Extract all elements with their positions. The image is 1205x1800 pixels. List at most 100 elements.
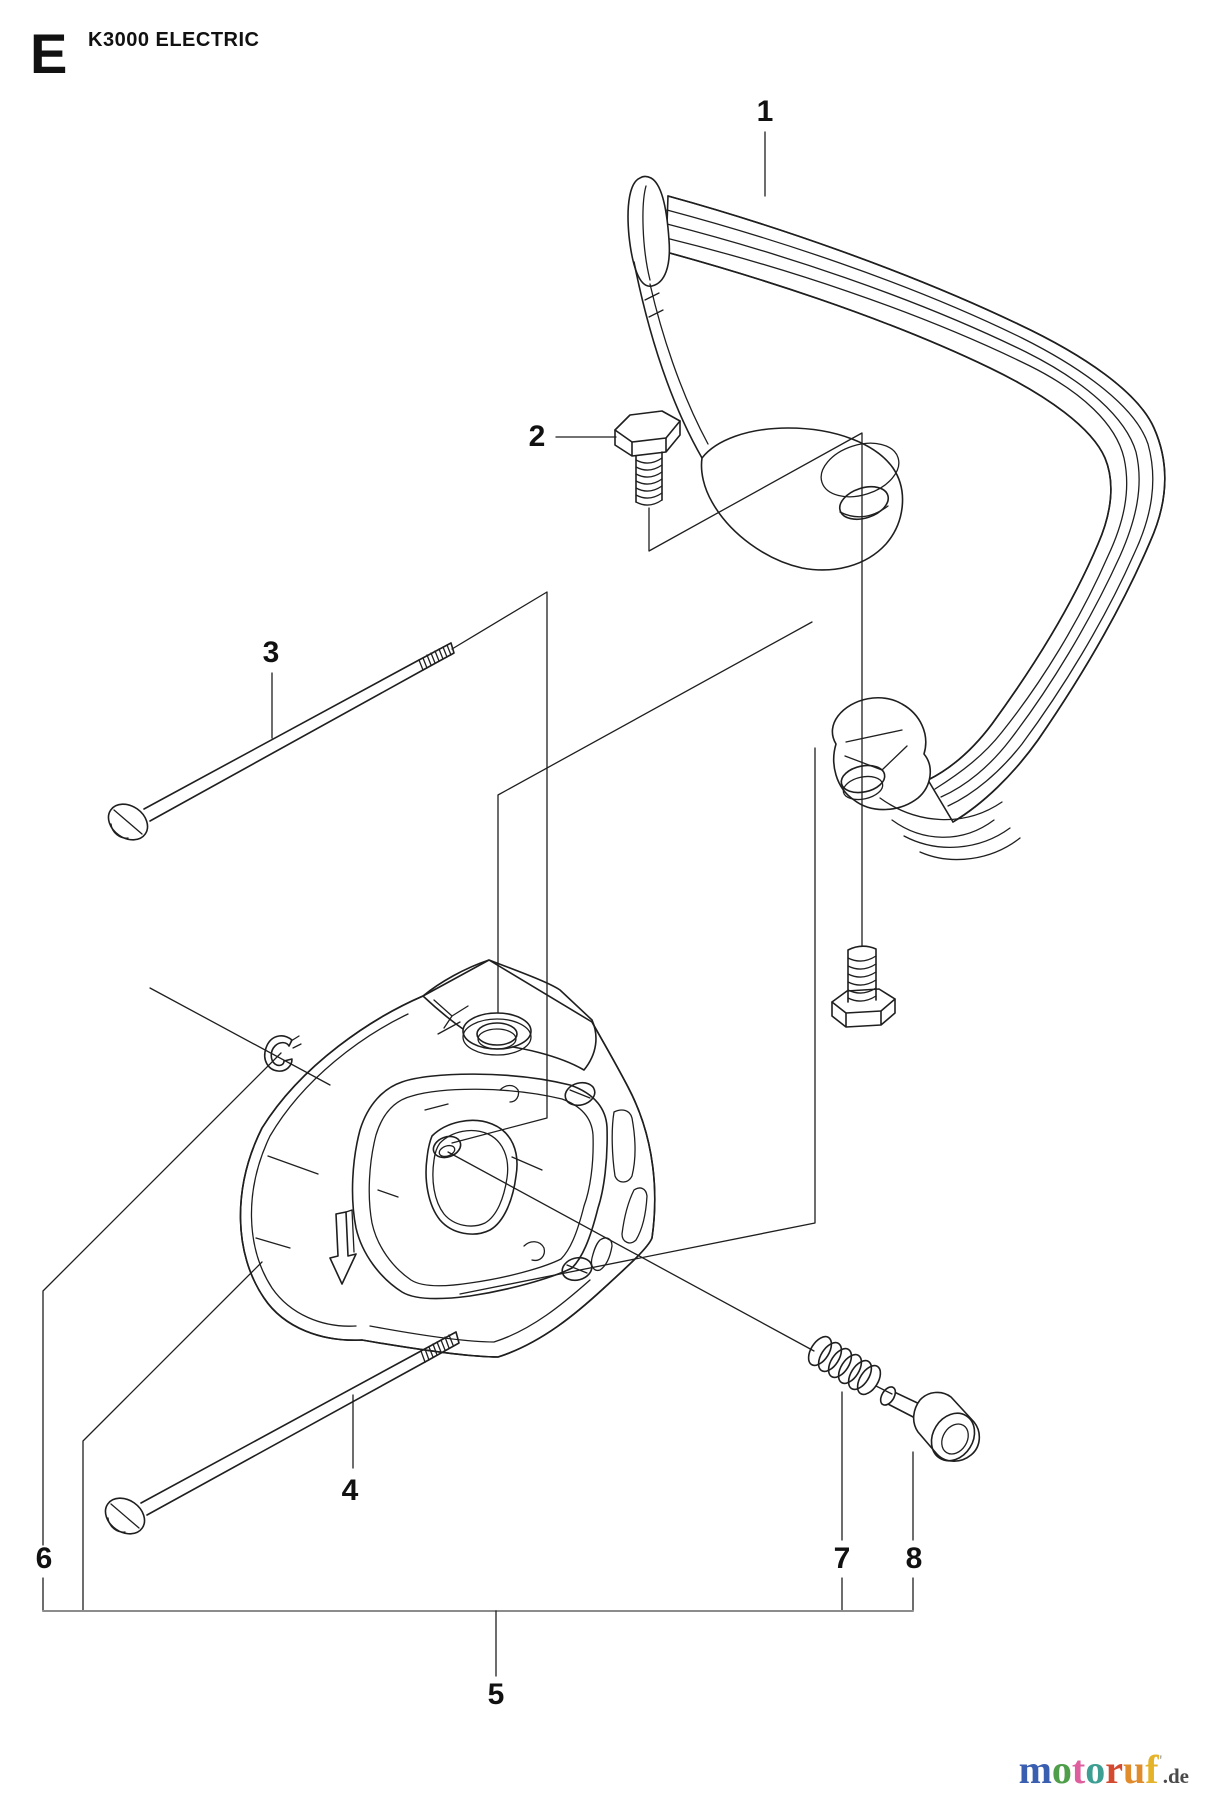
callout-3: 3 (262, 636, 280, 669)
rod4-head-slot (110, 1503, 140, 1529)
handle-strap-outer (633, 261, 703, 459)
plunger-pin-end (879, 1386, 897, 1406)
callout-6: 6 (35, 1542, 53, 1575)
housing-vent-slot-1 (611, 1109, 636, 1183)
callout-4: 4 (341, 1474, 359, 1507)
spring-coil-2 (817, 1341, 843, 1373)
housing-screw-boss-top-slot (569, 1089, 591, 1099)
housing-arrow-echo (345, 1209, 355, 1253)
housing-left-outer-edge (239, 995, 424, 1341)
handle-tube-top-edge (667, 195, 1166, 823)
rod3-head-rim (110, 823, 129, 839)
housing-right-outer-edge (591, 1021, 656, 1289)
part-5-housing (239, 959, 656, 1358)
plane-right-line (459, 747, 816, 1295)
plunger-cap-rim (930, 1412, 976, 1462)
handle-rib-1 (666, 209, 1154, 807)
trigger-pin-hole (432, 1135, 462, 1159)
spring-coil-5 (847, 1359, 873, 1391)
handle-end-curl-ribs (879, 797, 1021, 861)
motoruf-logo[interactable]: motoruf'.de (1019, 1750, 1189, 1790)
lower-tab-hole-rim (840, 764, 886, 794)
handle-strap-inner (649, 283, 709, 445)
housing-left-inner-edge (250, 1013, 409, 1327)
top-bushing-hole (476, 1022, 518, 1046)
handle-tube-bottom-edge (665, 251, 1112, 781)
clip-pin-line (149, 987, 331, 1086)
callout-1: 1 (756, 95, 774, 128)
lower-tab-facets (844, 729, 908, 771)
group-bracket-line-2 (82, 1261, 263, 1612)
callout-2: 2 (528, 420, 546, 453)
lower-hex-bolt (831, 945, 896, 1028)
logo-letter: r (1105, 1747, 1123, 1792)
housing-top-face-notches (433, 999, 469, 1035)
page-title: K3000 ELECTRIC (88, 29, 260, 51)
rod4-shaft (140, 1350, 426, 1516)
upper-tab-boss (820, 442, 900, 498)
housing-bottom-edge (361, 1287, 605, 1358)
bolt2-head-top (614, 410, 681, 443)
housing-bottom-inner-edge (369, 1279, 591, 1343)
callout-7: 7 (833, 1542, 851, 1575)
spring-axis-line (447, 1151, 893, 1395)
housing-screw-boss-top (564, 1081, 596, 1107)
logo-letter: f (1145, 1747, 1159, 1792)
callout-8: 8 (905, 1542, 923, 1575)
housing-screw-boss-bottom-slot (566, 1264, 588, 1274)
bolt2-shank (635, 451, 663, 503)
bolt2-threads (635, 457, 663, 506)
rod3-axis-line (451, 591, 548, 1144)
housing-grip-opening-outer (351, 1073, 608, 1300)
housing-latch-detail-top (499, 1084, 520, 1103)
top-bushing-rim-depth (462, 1018, 532, 1056)
logo-letter: u (1123, 1747, 1146, 1792)
logo-letter: t (1071, 1747, 1086, 1792)
spring-coil-3 (827, 1347, 853, 1379)
part-1-handle (627, 175, 1166, 861)
housing-surface-ticks (255, 1103, 543, 1249)
handle-lower-mount-tab (831, 696, 931, 811)
part-4-rod (104, 1331, 460, 1535)
callout-6-bracket-line (42, 1052, 282, 1612)
handle-end-cap (627, 175, 671, 287)
logo-letter: o (1085, 1747, 1106, 1792)
plane-upper-line (497, 621, 813, 1014)
spring-coil-1 (807, 1335, 833, 1367)
trigger-pin-hole-bore (438, 1144, 456, 1158)
part-7-spring (807, 1335, 882, 1396)
rod3-head-slot (113, 809, 143, 835)
clip-prongs (290, 1035, 302, 1049)
part-8-plunger (879, 1386, 981, 1462)
handle-rib-3 (665, 237, 1128, 790)
bolt-lower-threads (847, 955, 877, 1002)
handle-strap-ticks (644, 292, 664, 318)
handle-upper-mount-tab (700, 427, 904, 571)
bolt2-axis-line (648, 432, 863, 947)
housing-arrow-marking (329, 1211, 357, 1285)
housing-latch-detail-bottom (523, 1241, 546, 1262)
part-3-rod (107, 642, 455, 841)
handle-end-cap-inner (642, 185, 651, 281)
rod3-shaft (143, 659, 424, 822)
upper-tab-hole-depth (839, 505, 889, 518)
rod4-head-rim (107, 1517, 126, 1533)
bolt-lower-head-sides (831, 998, 896, 1028)
housing-vent-slot-2 (621, 1187, 648, 1244)
section-letter: E (30, 22, 68, 85)
trigger-cutout-outer (425, 1119, 518, 1235)
leader-lines (42, 131, 914, 1677)
rod4-thread-outline (420, 1331, 460, 1363)
logo-letter: o (1051, 1747, 1072, 1792)
callout-5: 5 (487, 1678, 505, 1711)
logo-letter: m (1018, 1747, 1052, 1792)
handle-rib-2 (666, 223, 1140, 798)
top-bushing-hole-depth (477, 1028, 517, 1050)
plunger-cap-body (912, 1391, 981, 1462)
spring-coil-6 (856, 1364, 882, 1396)
spring-coil-4 (837, 1353, 863, 1385)
plunger-cap-bore (941, 1423, 969, 1455)
logo-tick: ' (1158, 1753, 1163, 1769)
